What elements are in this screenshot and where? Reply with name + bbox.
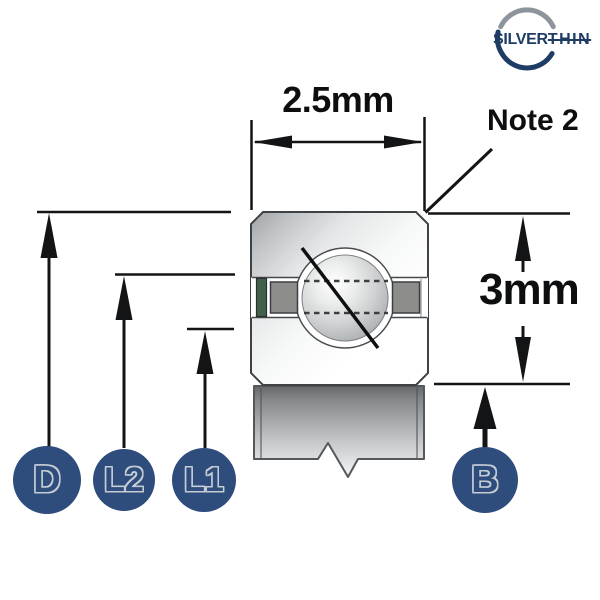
callout-bore: B (452, 447, 518, 513)
l1-arrow (196, 331, 214, 374)
callout-land1: L1 (172, 448, 236, 512)
callout-outer-diameter-label: D (33, 459, 61, 501)
height-arrow-down (515, 337, 531, 382)
height-arrow-up (515, 216, 531, 261)
callout-bore-label: B (471, 459, 499, 501)
l2-arrow (115, 276, 133, 320)
callout-land2: L2 (93, 449, 155, 511)
logo-text-thin: THIN (547, 31, 592, 48)
bearing-ball (301, 254, 389, 342)
logo-text-silver: SILVER (493, 31, 548, 48)
callout-land2-label: L2 (104, 461, 144, 499)
contact-angle-line (300, 246, 380, 350)
note-leader-line (424, 147, 494, 214)
width-arrow-left (253, 135, 292, 149)
width-arrow-right (384, 135, 423, 149)
d-arrow (40, 213, 58, 258)
callout-land1-label: L1 (184, 461, 224, 499)
logo-rings-icon (495, 7, 556, 71)
shaft-section (253, 385, 425, 478)
width-dimension-label: 2.5mm (282, 79, 394, 120)
callout-outer-diameter: D (13, 446, 81, 514)
logo-wordmark: SILVERTHIN (493, 31, 591, 49)
height-dimension-label: 3mm (479, 265, 580, 314)
silverthin-logo: SILVERTHIN (480, 4, 600, 78)
b-arrow (473, 387, 497, 429)
seal-strip (255, 277, 268, 318)
cage-left (269, 281, 299, 314)
cage-right (391, 281, 421, 314)
note-label: Note 2 (487, 104, 579, 137)
